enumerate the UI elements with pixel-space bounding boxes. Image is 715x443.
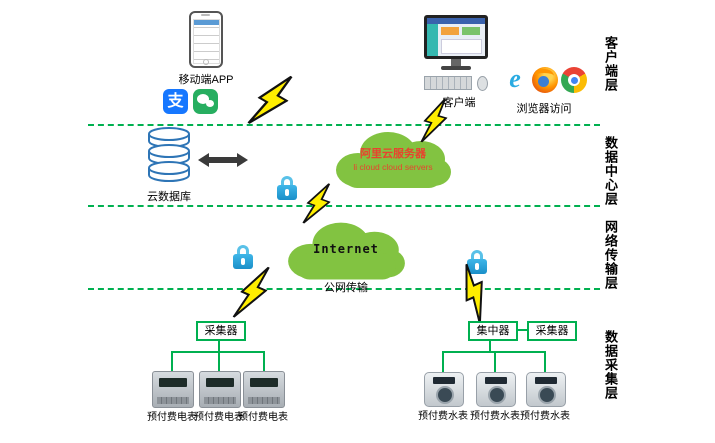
connector-line — [442, 352, 444, 372]
electric-meter-icon — [199, 371, 241, 408]
water-meter-icon — [424, 372, 464, 407]
connector-line — [263, 352, 265, 371]
chrome-browser-icon — [561, 67, 587, 93]
client-label: 客户端 — [442, 97, 476, 109]
collector-box-left: 采集器 — [196, 321, 246, 341]
smartphone-icon — [189, 11, 223, 68]
internet-label: Internet — [313, 242, 379, 256]
screen-widget — [462, 27, 480, 35]
double-arrow-icon — [198, 153, 248, 167]
connector-line — [518, 329, 527, 331]
monitor-screen — [427, 18, 485, 56]
layer-label-data-center: 数据中心层 — [603, 136, 618, 206]
wechat-bubble — [206, 100, 214, 107]
lock-icon — [467, 250, 487, 276]
internet-cloud-icon — [288, 222, 405, 280]
database-icon — [148, 127, 190, 182]
desktop-computer-icon — [424, 15, 494, 93]
firefox-browser-icon — [532, 67, 558, 93]
layer-divider — [88, 124, 600, 126]
water-meter-icon — [476, 372, 516, 407]
wechat-icon — [193, 89, 218, 114]
aliyun-cloud-title: 阿里云服务器 — [360, 148, 426, 160]
cloud-db-label: 云数据库 — [147, 191, 191, 203]
lock-icon — [233, 245, 253, 271]
connector-line — [544, 352, 546, 372]
water-meter-icon — [526, 372, 566, 407]
aliyun-cloud-subtitle: li cloud cloud servers — [353, 162, 433, 172]
electric-meter-icon — [152, 371, 194, 408]
lock-icon — [277, 176, 297, 202]
monitor-icon — [424, 15, 488, 59]
water-meter-label: 预付费水表 — [470, 411, 520, 422]
lightning-bolt-cloud-internet — [302, 183, 331, 224]
lightning-bolt-internet-concentrator — [465, 263, 483, 324]
screen-sidebar — [427, 24, 438, 56]
aliyun-cloud-text: 阿里云服务器 li cloud cloud servers — [328, 145, 458, 172]
electric-meter-label: 预付费电表 — [238, 412, 288, 423]
alipay-icon: 支 — [163, 89, 188, 114]
phone-screen — [193, 19, 220, 64]
monitor-stand — [451, 59, 461, 66]
monitor-base — [441, 66, 471, 70]
water-meter-label: 预付费水表 — [520, 411, 570, 422]
wechat-bubble — [197, 94, 209, 104]
electric-meter-label: 预付费电表 — [147, 412, 197, 423]
keyboard-icon — [424, 76, 472, 90]
public-network-label: 公网传输 — [324, 282, 368, 294]
lightning-bolt-client-cloud — [420, 98, 448, 143]
layer-label-client: 客户端层 — [603, 36, 618, 92]
screen-titlebar — [427, 18, 485, 24]
electric-meter-label: 预付费电表 — [194, 412, 244, 423]
screen-widget — [441, 27, 459, 35]
layer-divider — [88, 205, 600, 207]
connector-line — [489, 341, 491, 352]
collector-box-right: 采集器 — [527, 321, 577, 341]
layer-divider — [88, 288, 600, 290]
connector-line — [171, 352, 173, 371]
electric-meter-icon — [243, 371, 285, 408]
mobile-app-label: 移动端APP — [178, 74, 234, 86]
ie-browser-icon — [502, 67, 528, 93]
concentrator-box: 集中器 — [468, 321, 518, 341]
lightning-bolt-app-cloud — [247, 75, 293, 125]
water-meter-label: 预付费水表 — [418, 411, 468, 422]
connector-line — [218, 341, 220, 352]
layer-label-collection: 数据采集层 — [603, 330, 618, 400]
connector-line — [218, 352, 220, 371]
screen-panel — [441, 39, 482, 54]
layer-label-network: 网络传输层 — [603, 220, 618, 290]
connector-line — [494, 352, 496, 372]
browser-access-label: 浏览器访问 — [516, 103, 572, 115]
lightning-bolt-internet-collector — [232, 266, 270, 318]
aliyun-cloud-icon — [336, 132, 451, 188]
mouse-icon — [477, 76, 488, 91]
